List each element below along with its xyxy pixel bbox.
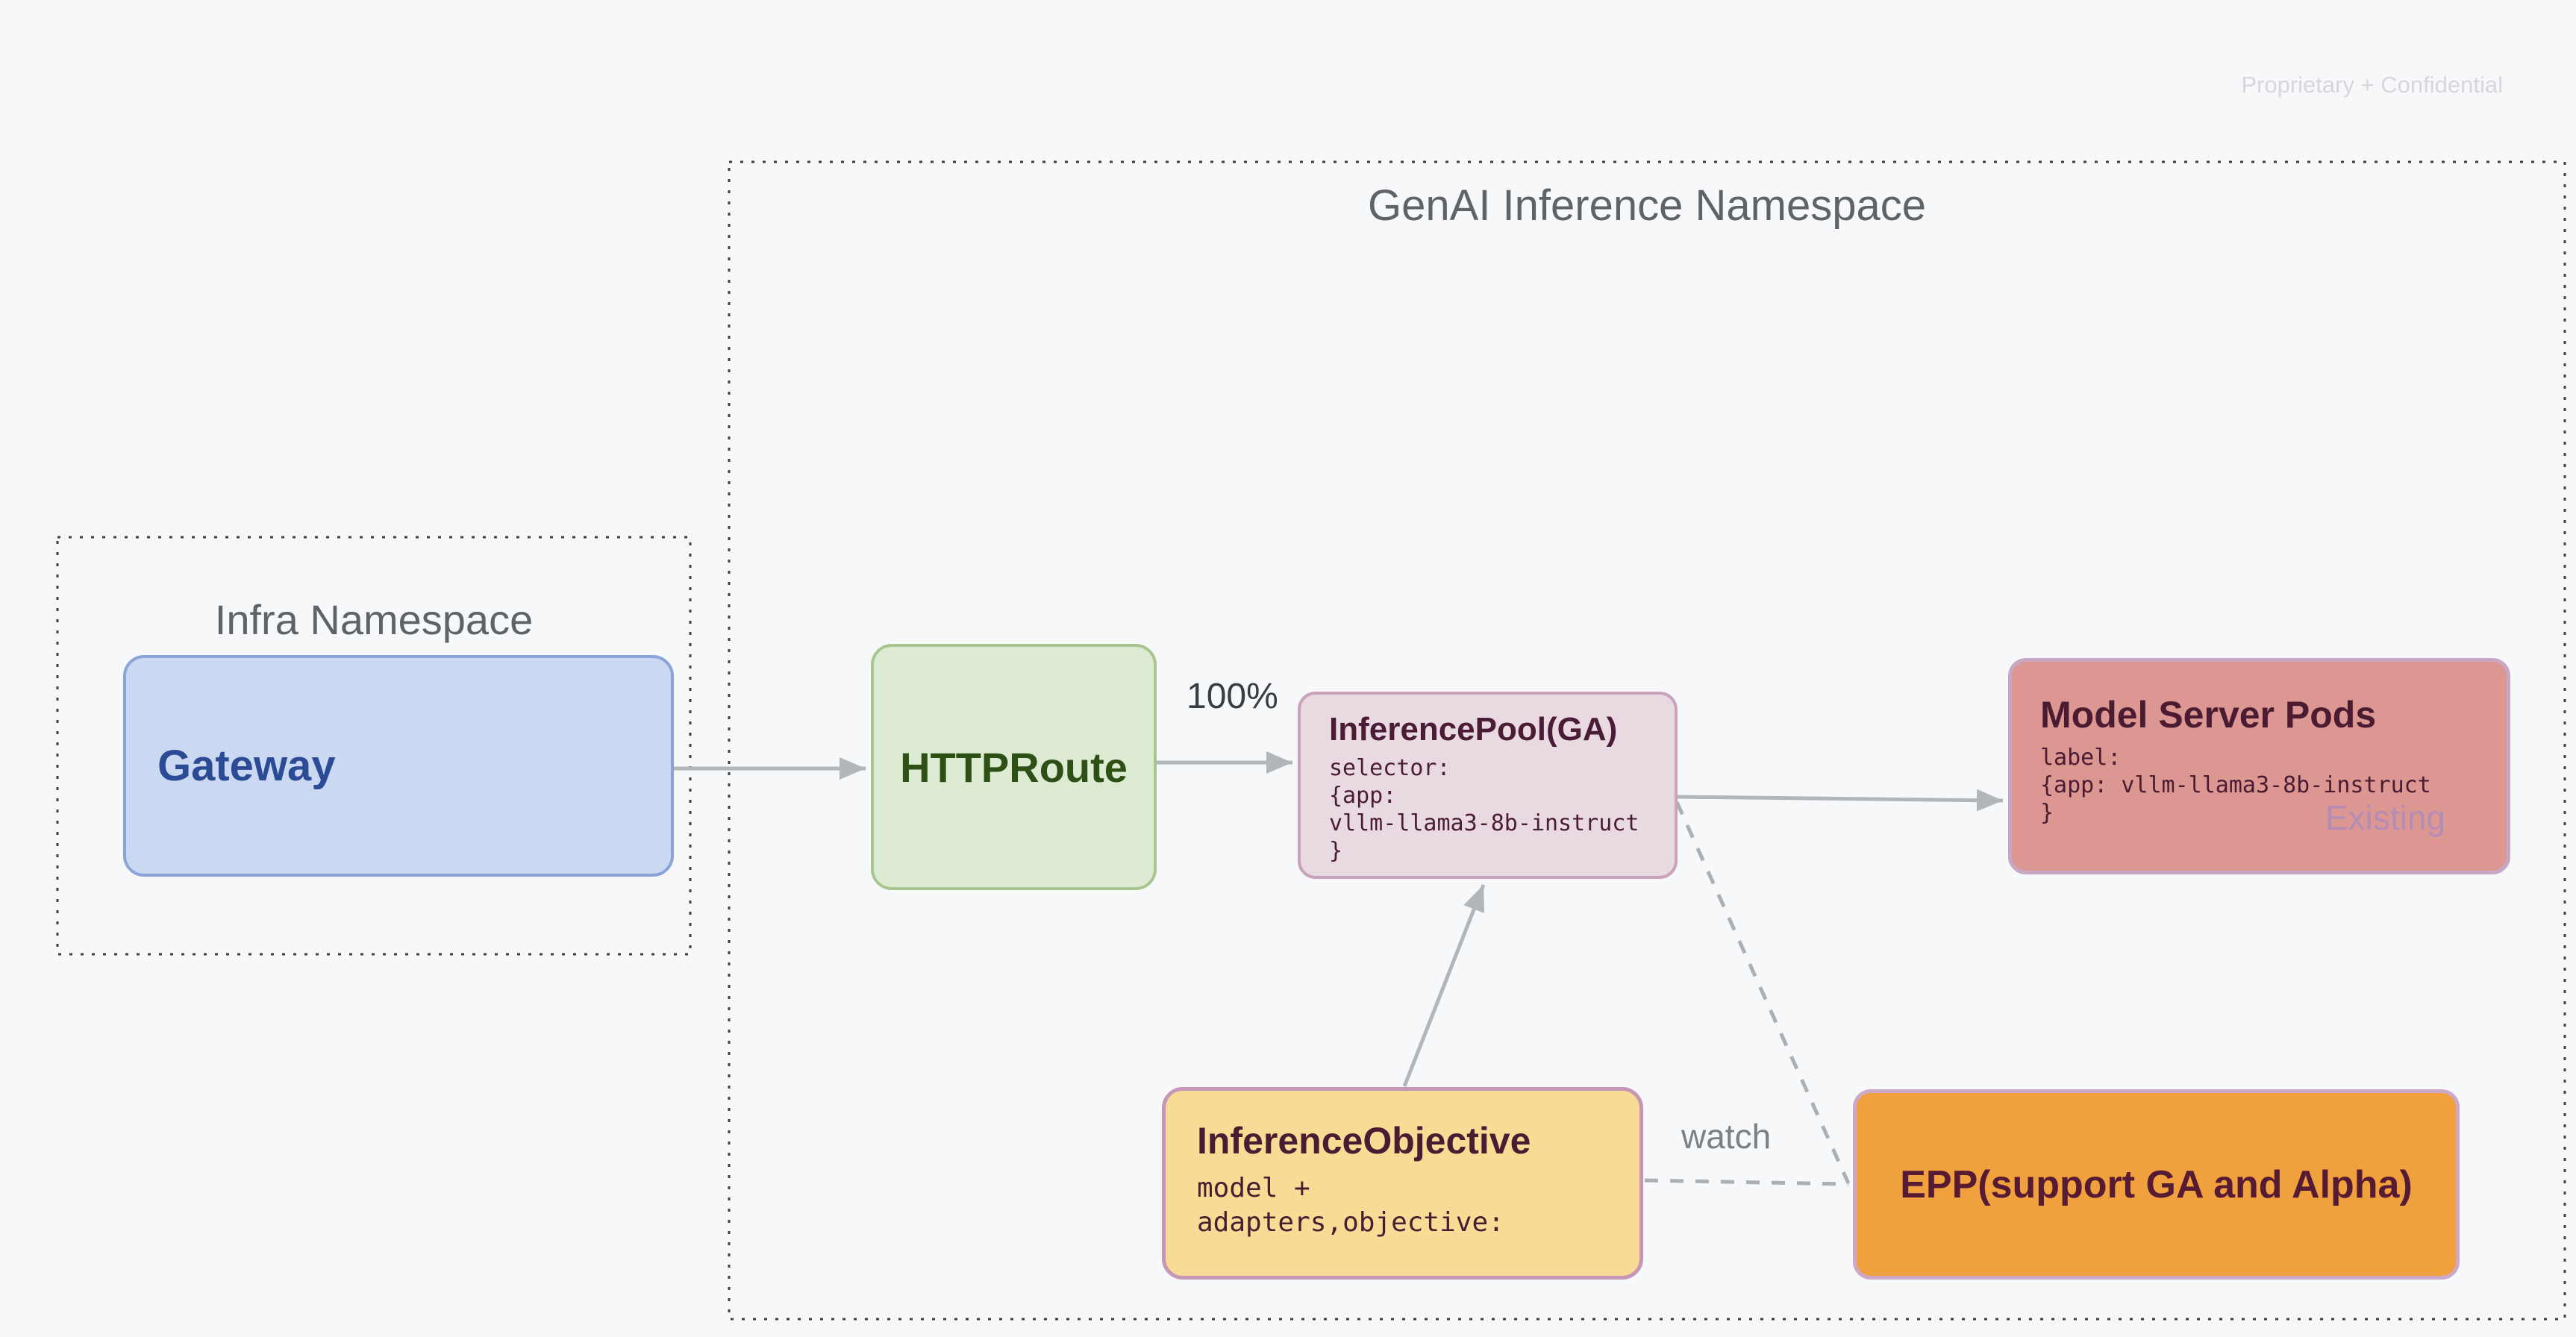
inference-objective-title: InferenceObjective (1197, 1120, 1531, 1162)
inference-pool-selector-line: } (1329, 838, 1343, 864)
inference-pool-title: InferencePool(GA) (1329, 711, 1618, 748)
inference-pool-node: InferencePool(GA) selector: {app: vllm-l… (1298, 692, 1678, 879)
arrow-objective-to-inferencepool (1402, 884, 1486, 1087)
watch-label: watch (1681, 1117, 1772, 1156)
httproute-label: HTTPRoute (900, 743, 1128, 791)
infra-namespace-border (56, 536, 692, 956)
inference-pool-selector-line: {app: (1329, 783, 1397, 809)
inference-objective-spec-line: adapters,objective: (1197, 1207, 1504, 1238)
genai-namespace-title: GenAI Inference Namespace (1368, 181, 1926, 230)
inference-objective-node: InferenceObjective model + adapters,obje… (1162, 1087, 1643, 1280)
model-server-pods-label-line: {app: vllm-llama3-8b-instruct (2040, 772, 2431, 798)
existing-badge: Existing (2325, 798, 2446, 837)
route-weight-label: 100% (1187, 677, 1278, 716)
gateway-label: Gateway (157, 742, 336, 790)
epp-label: EPP(support GA and Alpha) (1900, 1162, 2413, 1206)
infra-namespace-title: Infra Namespace (214, 596, 534, 643)
model-server-pods-label-line: } (2040, 800, 2054, 826)
arrow-inferencepool-to-pods (1677, 789, 2004, 812)
genai-namespace-border (728, 160, 2566, 1321)
epp-node: EPP(support GA and Alpha) (1853, 1089, 2460, 1280)
dashed-inferencepool-to-epp (1675, 801, 1851, 1185)
confidential-watermark: Proprietary + Confidential (2241, 72, 2503, 98)
httproute-node: HTTPRoute (871, 644, 1157, 890)
gateway-node: Gateway (123, 655, 674, 877)
model-server-pods-label-line: label: (2040, 745, 2122, 771)
inference-pool-selector-line: vllm-llama3-8b-instruct (1329, 810, 1639, 836)
inference-pool-selector-line: selector: (1329, 755, 1451, 781)
model-server-pods-title: Model Server Pods (2040, 694, 2377, 736)
inference-objective-spec-line: model + (1197, 1173, 1310, 1203)
model-server-pods-node: Model Server Pods label: {app: vllm-llam… (2008, 658, 2510, 874)
dashed-objective-to-epp (1644, 1178, 1849, 1186)
